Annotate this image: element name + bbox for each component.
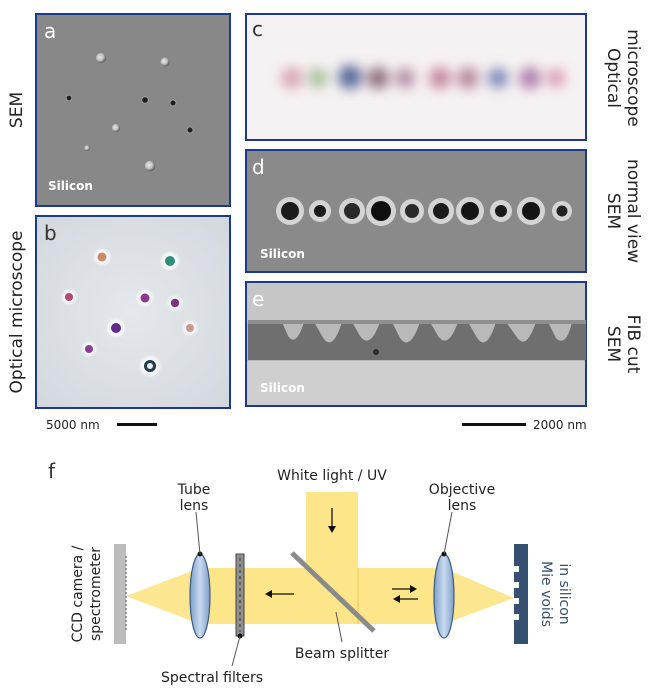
void-hole	[556, 205, 568, 217]
camera-label-1: CCD camera /	[70, 545, 86, 642]
sample-label-2: in silicon	[556, 563, 572, 624]
sample-label-1: Mie voids	[538, 561, 554, 627]
void-spot	[85, 345, 93, 353]
arrow-down-icon	[328, 508, 336, 533]
void-hole	[344, 203, 360, 219]
panel-f-letter: f	[48, 459, 56, 483]
arrow-left-icon	[393, 595, 418, 603]
tube-lens	[189, 553, 211, 639]
objective-lens-label-2: lens	[448, 498, 477, 514]
beam-splitter-label: Beam splitter	[295, 646, 389, 662]
void-spot	[140, 293, 150, 303]
void-hole	[160, 57, 170, 67]
void-hole	[169, 99, 177, 107]
scalebar-left: 5000 nm	[46, 418, 157, 432]
void-hole	[522, 202, 540, 220]
void-spot	[186, 324, 194, 332]
scalebar-left-bar	[117, 423, 157, 426]
scalebar-right: 2000 nm	[462, 418, 587, 432]
void-hole	[433, 203, 449, 219]
panel-a-image	[35, 13, 231, 207]
panel-b: b Optical microscope	[7, 215, 231, 409]
panel-b-image	[35, 215, 231, 409]
panel-c-side-label-2: microscope	[623, 29, 643, 127]
beam-splitter	[290, 551, 376, 633]
sample-mie-voids	[514, 544, 528, 644]
void-hole	[141, 96, 149, 104]
void-spot	[111, 323, 121, 333]
white-light-label: White light / UV	[277, 468, 387, 484]
panel-c-spots	[281, 65, 565, 89]
panel-e-cross-section	[248, 322, 586, 360]
scalebar-right-bar	[462, 423, 526, 426]
panel-d-holes	[276, 196, 572, 226]
beam-left-cone	[126, 568, 200, 624]
panel-d: d Silicon SEM normal view	[245, 149, 643, 273]
panel-b-letter: b	[44, 221, 57, 245]
void-hole	[405, 204, 419, 218]
void-hole	[144, 160, 156, 172]
panel-d-letter: d	[252, 155, 265, 179]
panel-b-spots	[62, 249, 197, 376]
panel-e-side-label-1: SEM	[603, 326, 623, 362]
panel-b-side-label: Optical microscope	[7, 231, 27, 394]
panel-d-side-label-1: SEM	[603, 193, 623, 229]
panel-a: a Silicon SEM	[7, 13, 231, 207]
void-hole	[495, 205, 507, 217]
panel-c: c Optical microscope	[245, 13, 643, 141]
void-hole	[84, 145, 90, 151]
void-hole	[96, 53, 106, 63]
panel-e-side-label-2: FIB cut	[623, 315, 643, 374]
panel-f: f	[48, 459, 572, 686]
void-hole	[186, 126, 194, 134]
ccd-camera	[114, 544, 126, 644]
void-hole	[461, 202, 479, 220]
arrow-right-icon	[392, 585, 417, 593]
beam-right-cone	[444, 568, 514, 624]
scalebar-right-label: 2000 nm	[533, 418, 587, 432]
panel-e-letter: e	[252, 287, 264, 311]
objective-lens-label-1: Objective	[429, 482, 495, 498]
panel-a-side-label: SEM	[7, 92, 27, 128]
void-hole	[112, 124, 120, 132]
void-hole	[371, 201, 391, 221]
panel-d-side-label-2: normal view	[623, 159, 643, 263]
tube-lens-label-2: lens	[180, 498, 209, 514]
void-spot	[165, 256, 175, 266]
camera-label-2: spectrometer	[88, 547, 104, 641]
scalebar-left-label: 5000 nm	[46, 418, 100, 432]
spectral-filters-label: Spectral filters	[161, 670, 263, 686]
void-hole	[314, 205, 326, 217]
panel-a-material: Silicon	[48, 179, 93, 193]
panel-d-material: Silicon	[260, 247, 305, 261]
panel-c-letter: c	[252, 17, 263, 41]
panel-a-holes	[66, 53, 194, 172]
panel-e: e Silicon SEM FIB cut	[245, 281, 643, 407]
void-hole	[66, 95, 72, 101]
tube-lens-label-1: Tube	[177, 482, 211, 498]
panel-e-material: Silicon	[260, 381, 305, 395]
void-spot	[170, 298, 180, 308]
arrow-left-icon	[265, 590, 294, 598]
void-hole	[281, 202, 299, 220]
panel-a-letter: a	[44, 19, 56, 43]
panel-c-side-label-1: Optical	[603, 48, 623, 108]
objective-lens	[433, 553, 455, 639]
void-spot	[97, 252, 107, 262]
void-spot	[65, 293, 73, 301]
